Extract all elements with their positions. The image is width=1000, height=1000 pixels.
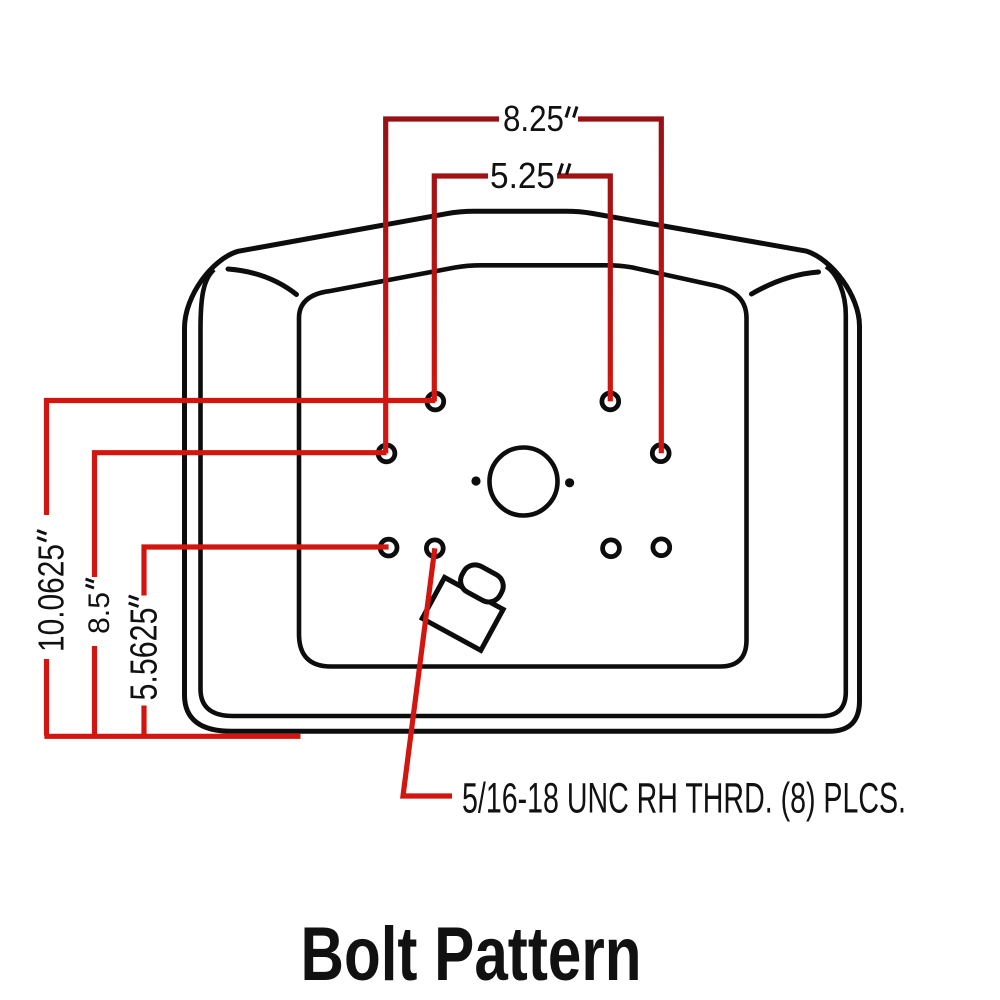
svg-text:Bolt Pattern: Bolt Pattern [301, 912, 642, 997]
svg-text:10.0625: 10.0625 [31, 544, 72, 652]
svg-text:5.5625: 5.5625 [124, 608, 166, 701]
svg-text:5/16-18 UNC RH THRD. (8) PLCS.: 5/16-18 UNC RH THRD. (8) PLCS. [462, 775, 906, 823]
svg-text:5.25: 5.25 [490, 155, 555, 196]
svg-text:8.25: 8.25 [503, 98, 564, 139]
svg-text:8.5: 8.5 [83, 592, 116, 634]
